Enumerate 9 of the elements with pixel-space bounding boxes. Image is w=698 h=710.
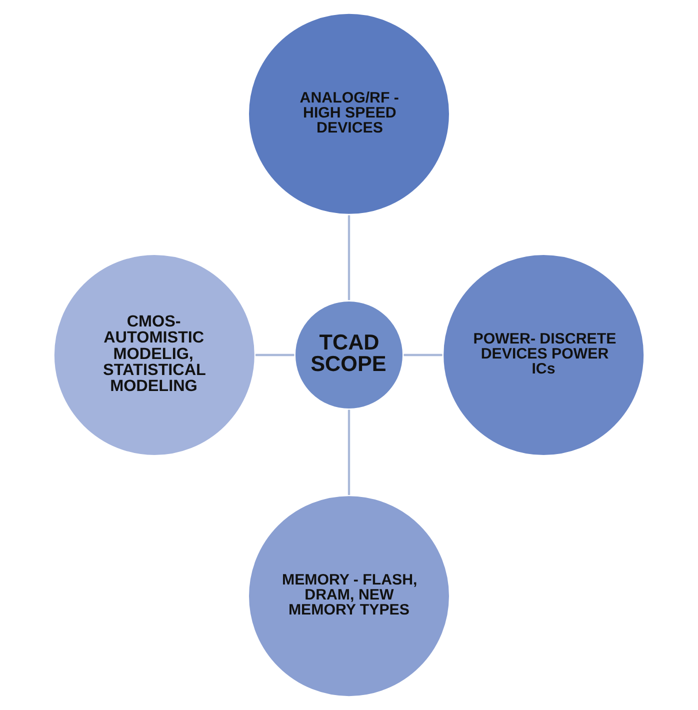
connector	[256, 354, 294, 356]
node-circle: ANALOG/RF - HIGH SPEED DEVICES	[246, 12, 452, 216]
connector	[348, 215, 350, 300]
node-circle: TCAD SCOPE	[293, 299, 405, 411]
connector	[404, 354, 442, 356]
node-circle: POWER- DISCRETE DEVICES POWER ICs	[441, 252, 646, 458]
node-circle: CMOS- AUTOMISTIC MODELIG, STATISTICAL MODELING	[52, 252, 257, 458]
node-circle: MEMORY - FLASH, DRAM, NEW MEMORY TYPES	[246, 494, 452, 698]
connector	[348, 410, 350, 495]
